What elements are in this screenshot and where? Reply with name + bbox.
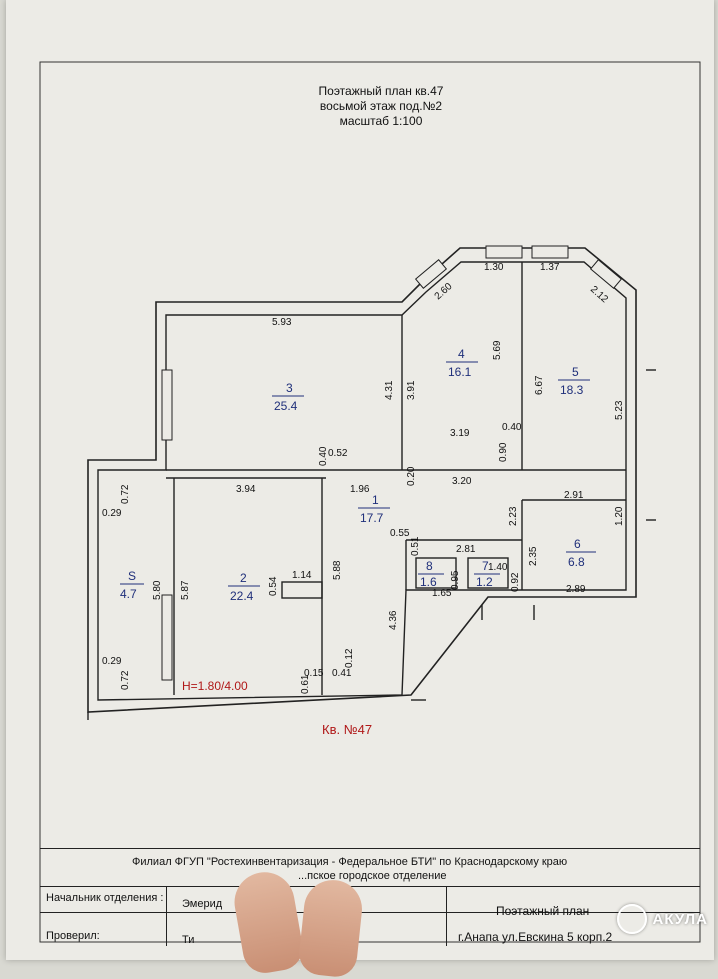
dim-label: 2.81 (456, 544, 476, 555)
footer-col-2 (446, 886, 447, 946)
dim-label: 0.12 (344, 648, 355, 668)
dim-label: 4.36 (388, 610, 399, 630)
ceiling-height-note: H=1.80/4.00 (182, 679, 248, 693)
room-8-box (415, 557, 457, 589)
footer-doc-title: Поэтажный план (496, 904, 590, 918)
dim-label: 0.61 (300, 674, 311, 694)
footer-line-low (40, 912, 700, 913)
dim-label: 0.29 (102, 656, 122, 667)
footer-checked-label: Проверил: (46, 930, 100, 942)
dim-label: 2.89 (566, 584, 586, 595)
dim-label: 1.65 (432, 588, 452, 599)
dim-label: 3.19 (450, 428, 470, 439)
dim-label: 0.20 (406, 466, 417, 486)
plan-scale: масштаб 1:100 (339, 114, 423, 128)
room-8-area: 1.6 (420, 575, 437, 589)
window-room-s (161, 594, 173, 681)
dim-label: 2.91 (564, 490, 584, 501)
dim-label: 5.69 (492, 340, 503, 360)
dim-label: 1.37 (540, 262, 560, 273)
dim-label: 5.93 (272, 317, 292, 328)
room-6-area: 6.8 (568, 555, 585, 569)
inner-outline (97, 261, 627, 701)
room-3-number: 3 (286, 381, 293, 395)
footer-line-top (40, 848, 700, 849)
plan-title-block: Поэтажный план кв.47 восьмой этаж под.№2… (266, 84, 496, 129)
footer-line-mid (40, 886, 700, 887)
dim-label: 1.14 (292, 570, 312, 581)
dim-label: 0.51 (410, 536, 421, 556)
dim-label: 1.30 (484, 262, 504, 273)
footer-dept: ...пское городское отделение (298, 870, 447, 882)
dim-label: 5.87 (180, 580, 191, 600)
dim-label: 0.29 (102, 508, 122, 519)
dim-label: 0.90 (498, 442, 509, 462)
room-5-area: 18.3 (560, 383, 584, 397)
apartment-label: Кв. №47 (322, 722, 372, 737)
window-bay-left (414, 259, 448, 289)
dim-label: 0.40 (318, 446, 329, 466)
footer-head-name: Эмерид (182, 898, 223, 910)
room-1-number: 1 (372, 493, 379, 507)
footer-org: Филиал ФГУП "Ростехинвентаризация - Феде… (132, 856, 568, 868)
dim-label: 2.35 (528, 546, 539, 566)
dim-label: 0.55 (390, 528, 410, 539)
dim-label: 5.23 (614, 400, 625, 420)
footer-head-label: Начальник отделения : (46, 892, 164, 904)
dim-label: 0.92 (510, 572, 521, 592)
dim-label: 0.54 (268, 576, 279, 596)
footer-checked-name: Ти (182, 934, 195, 946)
window-room-5 (531, 245, 569, 259)
dim-label: 0.72 (120, 670, 131, 690)
plan-title: Поэтажный план кв.47 (318, 84, 444, 98)
dim-label: 0.52 (328, 448, 348, 459)
dim-label: 4.31 (384, 380, 395, 400)
watermark-text: АКУЛА (652, 910, 708, 928)
dim-label: 5.88 (332, 560, 343, 580)
room-7-area: 1.2 (476, 575, 493, 589)
room-5-number: 5 (572, 365, 579, 379)
dim-label: 2.23 (508, 506, 519, 526)
room-1-area: 17.7 (360, 511, 384, 525)
room-7-number: 7 (482, 559, 489, 573)
dim-label: 1.40 (488, 562, 508, 573)
window-bay-right (589, 259, 623, 289)
room-3-area: 25.4 (274, 399, 298, 413)
dim-label: 0.95 (450, 570, 461, 590)
floor-plan: 5.93 4.31 3.91 2.60 1.30 1.37 2.12 5.69 … (39, 61, 701, 943)
dim-label: 3.94 (236, 484, 256, 495)
dim-label: 0.41 (332, 668, 352, 679)
dim-label: 6.67 (534, 375, 545, 395)
room-6-number: 6 (574, 537, 581, 551)
shark-logo-icon (616, 904, 647, 934)
window-room-3 (161, 369, 173, 441)
dim-label: 1.20 (614, 506, 625, 526)
room-4-area: 16.1 (448, 365, 472, 379)
room-8-number: 8 (426, 559, 433, 573)
dim-label: 5.80 (152, 580, 163, 600)
dim-label: 3.91 (406, 380, 417, 400)
watermark: АКУЛА (616, 904, 708, 934)
window-room-4 (485, 245, 523, 259)
dim-label: 0.40 (502, 422, 522, 433)
room-s-number: S (128, 569, 136, 583)
dim-label: 1.96 (350, 484, 370, 495)
room-7-box (467, 557, 509, 589)
room-2-area: 22.4 (230, 589, 254, 603)
room-2-number: 2 (240, 571, 247, 585)
document-sheet: Поэтажный план кв.47 восьмой этаж под.№2… (6, 0, 714, 979)
dim-label: 3.20 (452, 476, 472, 487)
partition-block (281, 581, 323, 599)
page-frame (39, 61, 701, 943)
footer-address: г.Анапа ул.Евскина 5 корп.2 (458, 930, 613, 944)
dim-label: 0.72 (120, 484, 131, 504)
room-4-number: 4 (458, 347, 465, 361)
dim-label: 0.15 (304, 668, 324, 679)
plan-floor: восьмой этаж под.№2 (319, 99, 443, 113)
room-s-area: 4.7 (120, 587, 137, 601)
footer-col-1 (166, 886, 167, 946)
